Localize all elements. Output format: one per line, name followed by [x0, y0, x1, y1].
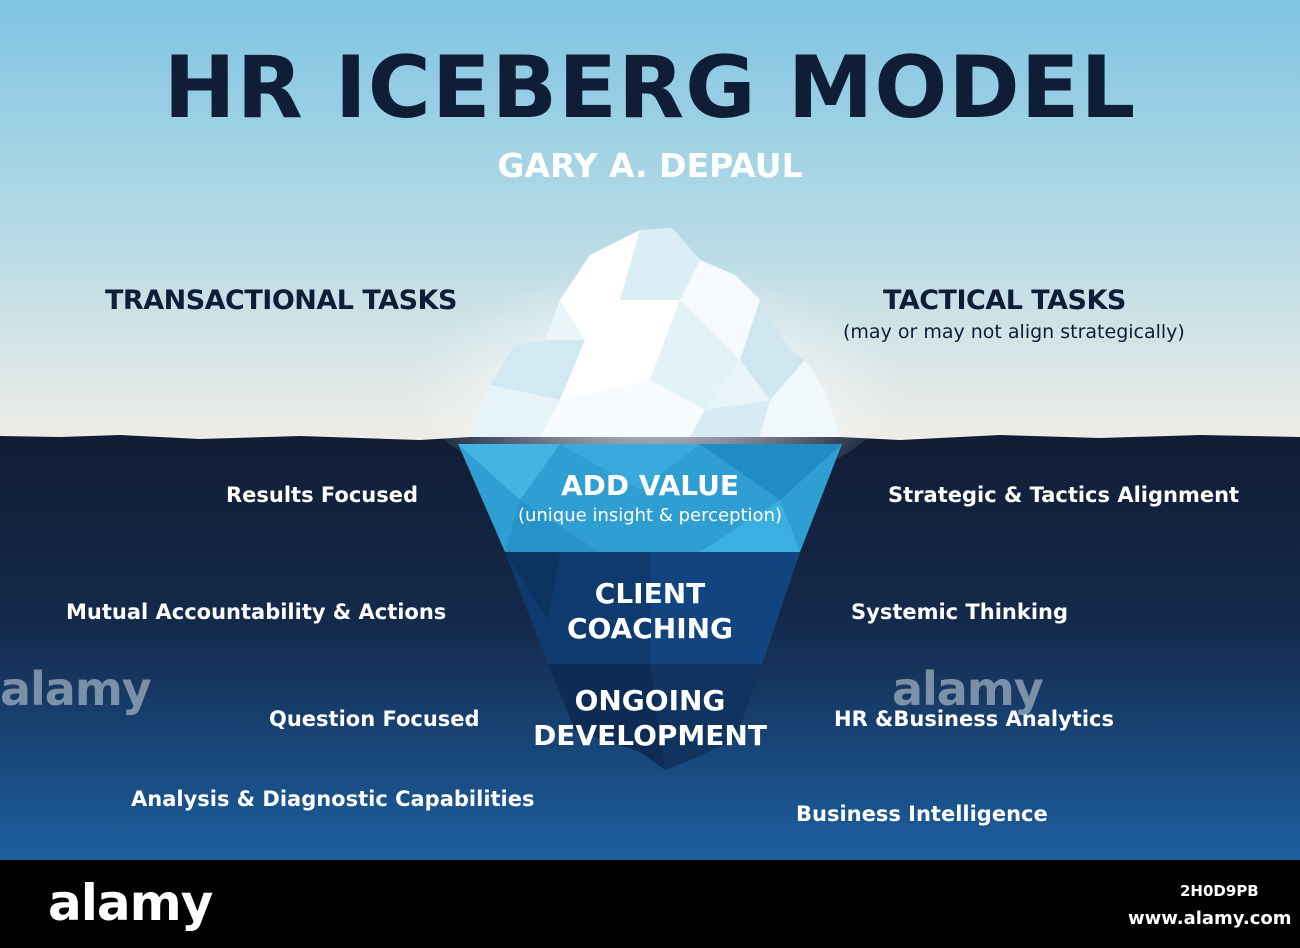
footer-url: www.alamy.com [1128, 908, 1292, 929]
watermark-footer: alamy 2H0D9PB www.alamy.com [0, 860, 1300, 948]
layer-client-coaching-line1: CLIENT [594, 577, 706, 610]
iceberg-graphic [0, 0, 1300, 860]
left-item: Mutual Accountability & Actions [66, 600, 447, 624]
left-item: Results Focused [226, 483, 419, 507]
iceberg-tip [470, 228, 840, 437]
footer-image-id: 2H0D9PB [1180, 882, 1259, 900]
layer-add-value-label: ADD VALUE [560, 469, 740, 502]
iceberg-diagram: HR ICEBERG MODEL GARY A. DEPAUL TRANSACT… [0, 0, 1300, 860]
watermark-logo: alamy [892, 662, 1044, 716]
right-item: Systemic Thinking [851, 600, 1069, 624]
right-heading-note: (may or may not align strategically) [843, 321, 1185, 343]
left-item: Analysis & Diagnostic Capabilities [131, 787, 535, 811]
left-heading: TRANSACTIONAL TASKS [105, 285, 457, 316]
watermark-logo: alamy [0, 662, 152, 716]
layer-client-coaching-line2: COACHING [566, 612, 734, 645]
page-subtitle: GARY A. DEPAUL [497, 146, 803, 185]
layer-ongoing-development-shape [548, 664, 762, 770]
right-item: Business Intelligence [796, 802, 1048, 826]
layer-ongoing-development-line2: DEVELOPMENT [533, 719, 767, 752]
footer-brand-logo: alamy [48, 874, 213, 932]
layer-add-value-note: (unique insight & perception) [517, 505, 783, 526]
right-item: Strategic & Tactics Alignment [888, 483, 1240, 507]
right-heading: TACTICAL TASKS [883, 285, 1126, 316]
layer-add-value-shape [458, 444, 842, 552]
left-item: Question Focused [269, 707, 480, 731]
layer-ongoing-development-line1: ONGOING [574, 684, 726, 717]
page-title: HR ICEBERG MODEL [163, 38, 1137, 138]
layer-client-coaching-shape [505, 552, 800, 664]
right-item: HR &Business Analytics [834, 707, 1114, 731]
